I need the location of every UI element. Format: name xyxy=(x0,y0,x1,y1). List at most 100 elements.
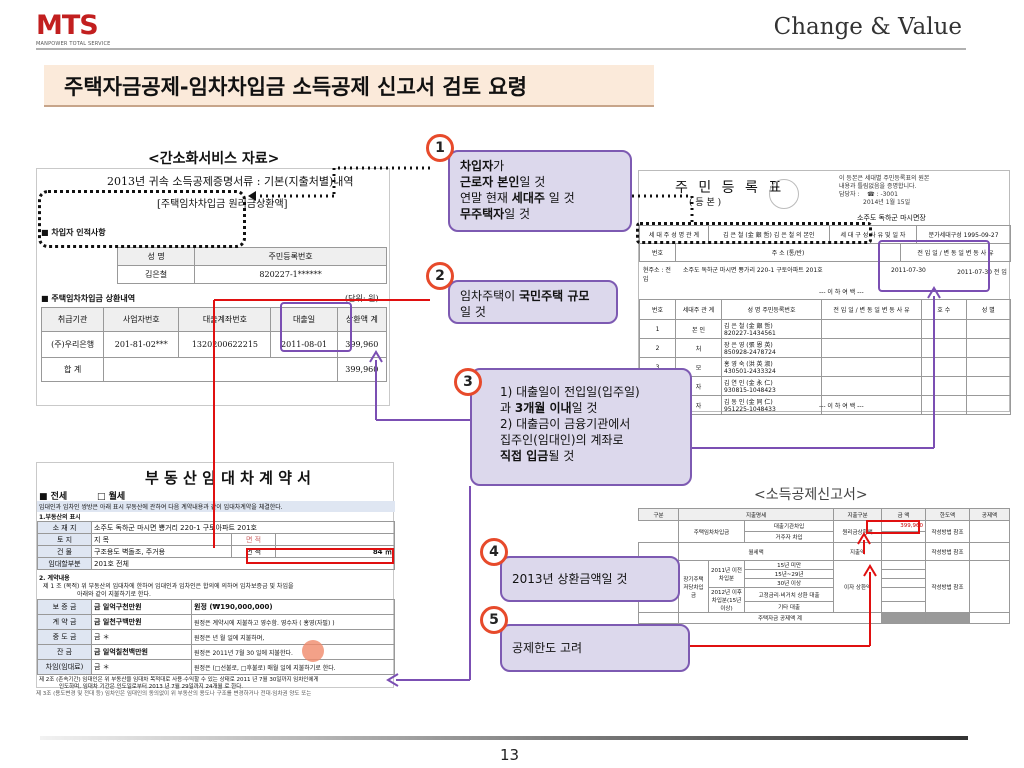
ded-r3-kind: 장기주택저당차입금 xyxy=(678,560,709,613)
callout-2-text: 일 것 xyxy=(460,305,486,319)
registry-seal-icon xyxy=(769,179,799,209)
payment-row: 잔 금 금 일억칠천백만원 원정은 2011년 7월 30 일에 지불한다. xyxy=(37,644,395,660)
logo-subtext: MANPOWER TOTAL SERVICE xyxy=(36,41,111,47)
logo-text: MTS xyxy=(36,10,99,41)
payment-key: 계 약 금 xyxy=(37,614,92,630)
callout-1-text: 연말 현재 xyxy=(460,191,512,205)
callout-5: 공제한도 고려 xyxy=(500,624,690,672)
connector-3-arrow-left xyxy=(386,673,399,687)
lease-payment-table: 보 증 금 금 일억구천만원 원정 (₩190,000,000) 계 약 금 금… xyxy=(37,599,395,675)
registry-office: 소주도 독하군 마시면장 xyxy=(857,214,926,222)
ded-r4-limit xyxy=(925,612,970,624)
lease-clause1: 제 1 조 (목적) 위 부동산의 임대차에 한하여 임대인과 임차인은 합의에… xyxy=(43,583,294,590)
resident-registration: 주 민 등 록 표 ( 등 본 ) 이 등본은 세대별 주민등록표의 원본 내용… xyxy=(638,170,1011,415)
callout-3-text: 집주인(임대인)의 계좌로 xyxy=(500,433,624,447)
header-divider xyxy=(36,48,966,50)
lease-row-key: 건 물 xyxy=(37,545,92,558)
registry-note-3: 담당자 : ☎ : -3001 xyxy=(839,191,929,199)
company-logo: MTS MANPOWER TOTAL SERVICE xyxy=(36,12,122,50)
hometax-caption: <간소화서비스 자료> xyxy=(148,151,280,167)
loan-date-highlight xyxy=(280,302,352,352)
payment-key: 보 증 금 xyxy=(37,599,92,615)
lease-property-table: 소 재 지 소주도 독하군 마시면 뿅거리 220-1 구토아파트 201호 토… xyxy=(37,521,395,570)
registry-address: 소주도 독하군 마시면 뿅가리 220-1 구토아파트 201호 xyxy=(683,267,823,274)
total-empty xyxy=(103,357,338,382)
callout-5-text: 공제한도 고려 xyxy=(512,641,583,655)
ded-r3-amount xyxy=(881,586,926,603)
member-rrn: 430501-2433324 xyxy=(724,368,776,375)
callout-1-text: 일 것 xyxy=(504,207,531,221)
th-account: 대출계좌번호 xyxy=(178,307,272,332)
callout-1-text: 일 것 xyxy=(519,175,546,189)
payment-amount: 금 ＊ xyxy=(91,659,192,675)
borrower-rrn: 820227-1****** xyxy=(194,265,387,284)
member-name-text: 홍 영 숙 (洪 英 淑) xyxy=(724,361,773,368)
area-highlight xyxy=(246,548,394,564)
td-account: 1320200622215 xyxy=(178,331,272,358)
callout-3-strong: 3개월 이내 xyxy=(514,401,572,415)
member-name-text: 김 연 인 (金 永 仁) xyxy=(724,380,773,387)
connector-3-arrow-up xyxy=(369,350,383,363)
badge-3: 3 xyxy=(454,368,482,396)
payment-key: 중 도 금 xyxy=(37,629,92,645)
registry-blank-2: --- 이 하 여 백 --- xyxy=(819,403,864,410)
member-sex xyxy=(965,395,1011,415)
footer-bar xyxy=(40,736,968,740)
registry-move-in: 2011-07-30 xyxy=(891,267,926,274)
signature-stamp-icon xyxy=(302,640,324,662)
lease-row-key: 임대할부분 xyxy=(37,557,92,570)
registry-note-1: 이 등본은 세대별 주민등록표의 원본 xyxy=(839,175,930,182)
registry-note-3a: 담당자 : xyxy=(839,191,860,198)
payment-row: 차임(임대료) 금 ＊ 원정은 (□선불로, □후불로) 매월 일에 지불하기로… xyxy=(37,659,395,675)
slide-title-box: 주택자금공제-임차차입금 소득공제 신고서 검토 요령 xyxy=(44,65,654,107)
lease-clause2b: 인도하며, 임대차 기간은 인도일로부터 2013 년 7월 29일까지 24개… xyxy=(59,684,244,690)
connector-1-arrow xyxy=(248,191,256,201)
registry-addr-table: 번호 주 소 (통/반) 전 입 일 / 변 동 일 변 동 사 유 xyxy=(639,243,1011,262)
badge-1: 1 xyxy=(426,134,454,162)
payment-key: 차임(임대료) xyxy=(37,659,92,675)
payment-row: 중 도 금 금 ＊ 원정은 년 월 일에 지불하며, xyxy=(37,629,395,645)
member-name-text: 장 은 영 (張 恩 英) xyxy=(724,342,773,349)
member-rrn: 850928-2478724 xyxy=(724,349,776,356)
ded-r3-after2012: 2012년 이후 차입분(15년 이상) xyxy=(708,587,745,613)
registry-note-2: 내용과 틀림없음을 증명합니다. xyxy=(839,183,917,190)
member-name: 김 동 인 (金 同 仁)951225-1048433 xyxy=(721,395,822,415)
registry-blank-1: --- 이 하 여 백 --- xyxy=(819,289,864,296)
ded-r3-before2011: 2011년 이전 차입분 xyxy=(708,560,745,588)
callout-1-strong: 차입자 xyxy=(460,159,494,173)
householder-highlight xyxy=(636,222,872,244)
lease-opt-jeonse: ■ 전세 xyxy=(39,492,68,502)
registry-addr-label: 현주소 : 전 입 xyxy=(643,267,671,283)
lease-sec1: 1.부동산의 표시 xyxy=(39,514,81,521)
repayment-section-title: ■ 주택임차차입금 상환내역 xyxy=(41,293,136,303)
member-name-text: 김 동 인 (金 同 仁) xyxy=(724,399,773,406)
callout-4: 2013년 상환금액일 것 xyxy=(500,556,680,602)
callout-3-text: 1) 대출일이 전입일(입주일) xyxy=(500,385,640,399)
ded-r4-total-label: 주택자금 공제액 계 xyxy=(678,612,882,624)
callout-2: 임차주택이 국민주택 규모 일 것 xyxy=(448,280,618,324)
callout-1-strong: 근로자 본인 xyxy=(460,175,520,189)
lease-row-key: 토 지 xyxy=(37,533,92,546)
callout-2-strong: 국민주택 규모 xyxy=(519,289,590,303)
callout-1-text: 가 xyxy=(493,159,505,173)
connector-4-arrow xyxy=(857,532,871,545)
unit-label: (단위: 원) xyxy=(345,294,379,303)
member-rrn: 820227-1434561 xyxy=(724,330,776,337)
member-rrn: 951225-1048433 xyxy=(724,406,776,413)
borrower-section-title: ■ 차입자 인적사항 xyxy=(41,227,106,237)
member-name-text: 김 은 철 (金 銀 哲) xyxy=(724,323,773,330)
callout-3-strong: 직접 입금 xyxy=(500,449,549,463)
callout-1: 차입자가 근로자 본인일 것 연말 현재 세대주 일 것 무주택자일 것 xyxy=(448,150,632,232)
callout-3-text: 2) 대출금이 금융기관에서 xyxy=(500,417,631,431)
hometax-doc-title: 2013년 귀속 소득공제증명서류 : 기본(지출처별)내역 xyxy=(107,175,354,188)
lease-clause1b: 아래와 같이 지불하기로 한다. xyxy=(77,591,151,598)
payment-row: 보 증 금 금 일억구천만원 원정 (₩190,000,000) xyxy=(37,599,395,615)
callout-1-strong: 세대주 xyxy=(511,191,545,205)
repay-amount-highlight xyxy=(866,520,920,534)
member-name: 홍 영 숙 (洪 英 淑)430501-2433324 xyxy=(721,357,822,377)
lease-sec2: 2. 계약내용 xyxy=(39,575,70,582)
lease-row-val: 201호 전체 xyxy=(91,557,395,570)
member-move xyxy=(821,395,922,415)
tagline: Change & Value xyxy=(773,14,962,40)
